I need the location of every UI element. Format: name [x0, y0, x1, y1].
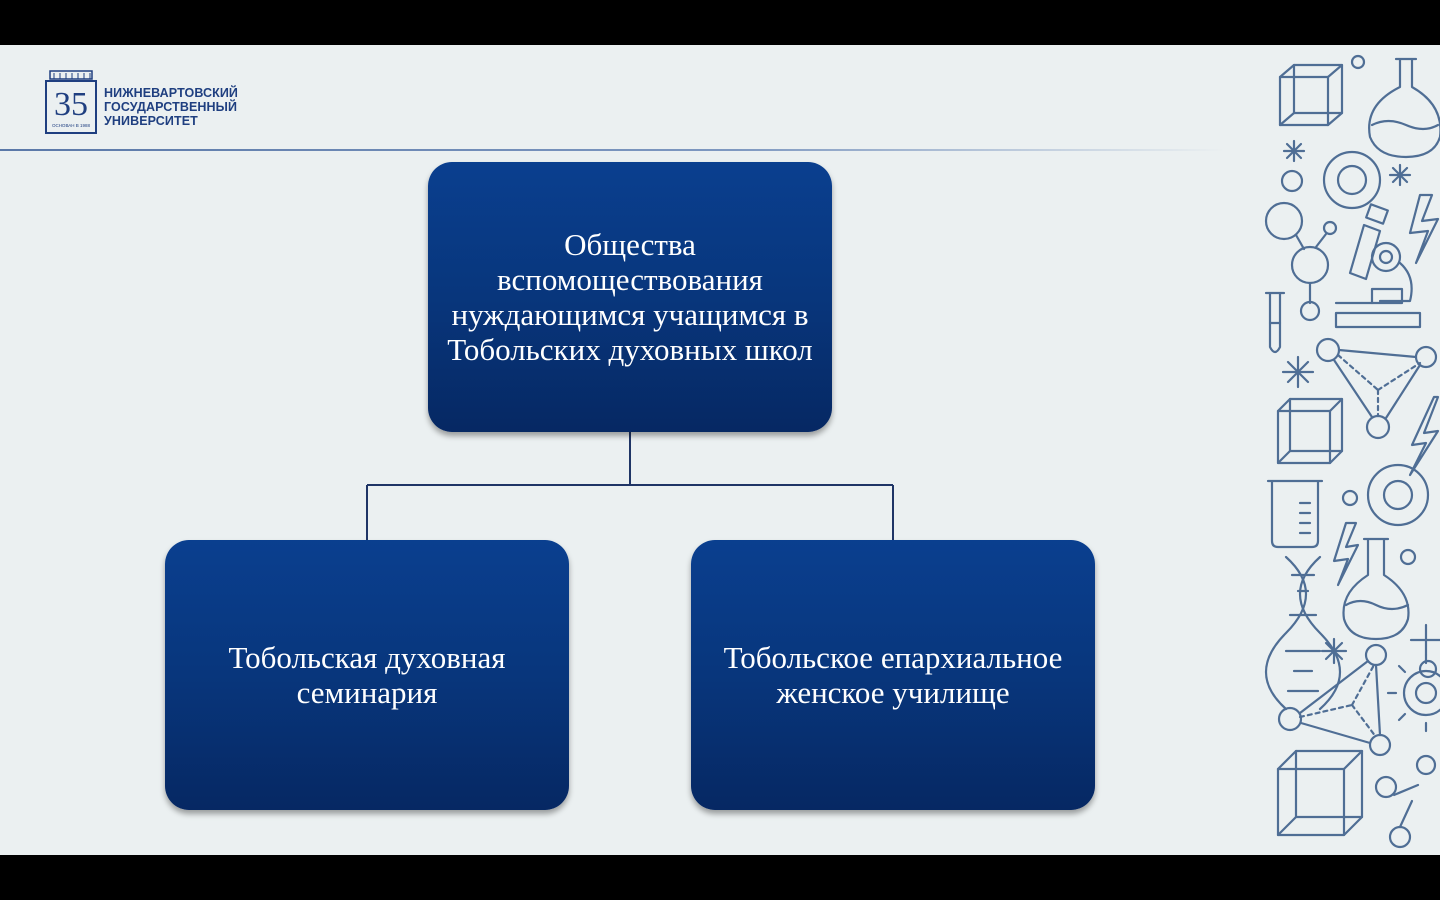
logo-number: 35	[54, 86, 88, 123]
diagram-connectors	[366, 432, 894, 540]
beaker-icon	[1266, 479, 1324, 549]
flask-icon	[1342, 537, 1410, 641]
atom-icon	[1386, 653, 1440, 733]
lightning-icon	[1332, 521, 1360, 587]
university-logo: 35 ОСНОВАН В 1988 НИЖНЕВАРТОВСКИЙ ГОСУДА…	[44, 69, 264, 139]
molecule-icon	[1277, 643, 1392, 757]
atom-icon	[1366, 463, 1430, 527]
child-node-label: Тобольское епархиальное женское училище	[723, 640, 1063, 710]
university-name: НИЖНЕВАРТОВСКИЙ ГОСУДАРСТВЕННЫЙ УНИВЕРСИ…	[104, 86, 238, 128]
logo-emblem-icon: 35 ОСНОВАН В 1988	[45, 70, 97, 134]
logo-founded: ОСНОВАН В 1988	[52, 123, 91, 128]
university-name-line: ГОСУДАРСТВЕННЫЙ	[104, 100, 238, 114]
slide: 35 ОСНОВАН В 1988 НИЖНЕВАРТОВСКИЙ ГОСУДА…	[0, 45, 1440, 855]
atom-icon	[1322, 150, 1382, 210]
cube-icon	[1276, 397, 1344, 465]
university-name-line: УНИВЕРСИТЕТ	[104, 114, 198, 128]
letterbox-top	[0, 0, 1440, 45]
star-icon	[1409, 623, 1440, 657]
microscope-icon	[1334, 203, 1422, 329]
university-name-line: НИЖНЕВАРТОВСКИЙ	[104, 86, 239, 100]
letterbox-bottom	[0, 855, 1440, 900]
root-node-label: Общества вспомоществования нуждающимся у…	[447, 227, 813, 367]
test-tube-icon	[1264, 291, 1286, 354]
cube-icon	[1278, 63, 1344, 127]
header-divider	[0, 149, 1225, 151]
star-icon	[1388, 163, 1412, 187]
dna-icon	[1264, 555, 1342, 711]
cube-icon	[1276, 749, 1364, 837]
diagram-child-node-seminary: Тобольская духовная семинария	[165, 540, 569, 810]
molecule-icon	[1315, 337, 1438, 440]
diagram-root-node: Общества вспомоществования нуждающимся у…	[428, 162, 832, 432]
star-icon	[1282, 139, 1306, 163]
star-icon	[1281, 355, 1315, 389]
diagram-child-node-school: Тобольское епархиальное женское училище	[691, 540, 1095, 810]
molecule-icon	[1264, 201, 1338, 322]
lightning-icon	[1408, 395, 1440, 477]
child-node-label: Тобольская духовная семинария	[228, 640, 506, 710]
science-doodle-decoration	[1264, 54, 1440, 849]
star-icon	[1320, 637, 1348, 665]
flask-icon	[1350, 54, 1440, 159]
lightning-icon	[1408, 193, 1440, 265]
